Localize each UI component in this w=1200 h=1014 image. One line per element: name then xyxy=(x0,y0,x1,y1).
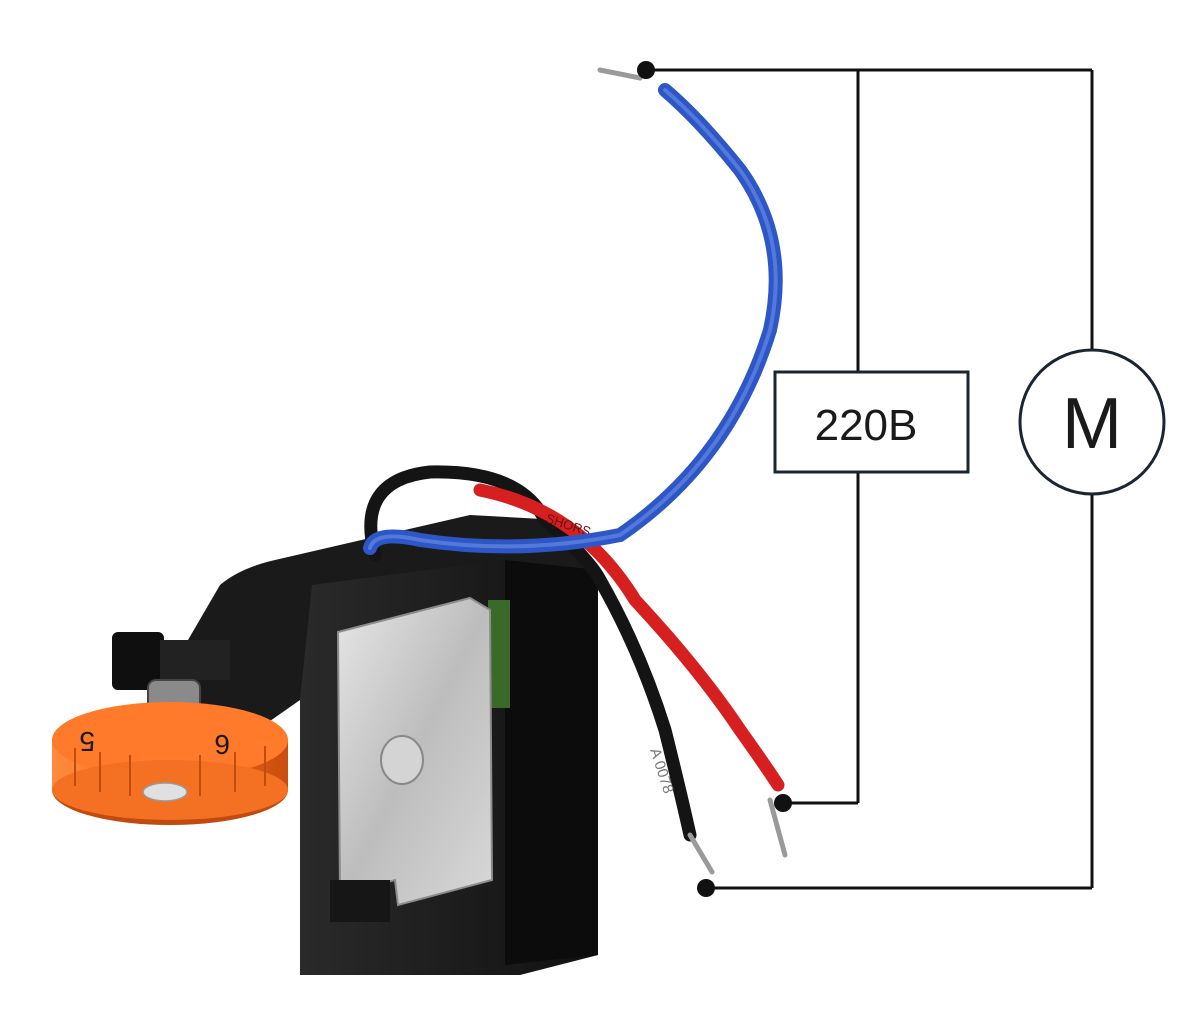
motor-symbol: M xyxy=(1018,348,1166,496)
supply-box: 220В xyxy=(773,370,970,474)
schematic xyxy=(646,68,1094,890)
terminal-dot-black xyxy=(697,879,715,897)
supply-label: 220В xyxy=(815,401,918,450)
dial-number-5: 5 xyxy=(79,726,95,757)
switch-lever xyxy=(112,632,164,690)
rivet xyxy=(380,735,424,785)
black-wire-loop xyxy=(364,465,697,842)
dial-ridges xyxy=(74,746,266,796)
terminal-dot-red xyxy=(774,794,792,812)
motor-label: M xyxy=(1062,384,1122,464)
speed-dial[interactable]: 5 6 xyxy=(52,702,288,825)
pcb-edge xyxy=(488,600,510,708)
red-wire xyxy=(473,483,785,792)
terminal-dot-blue xyxy=(637,61,655,79)
stripped-ends xyxy=(597,67,788,875)
dial-number-6: 6 xyxy=(214,729,230,760)
blue-wire xyxy=(363,83,783,555)
speed-controller-module: 5 6 xyxy=(52,515,598,975)
